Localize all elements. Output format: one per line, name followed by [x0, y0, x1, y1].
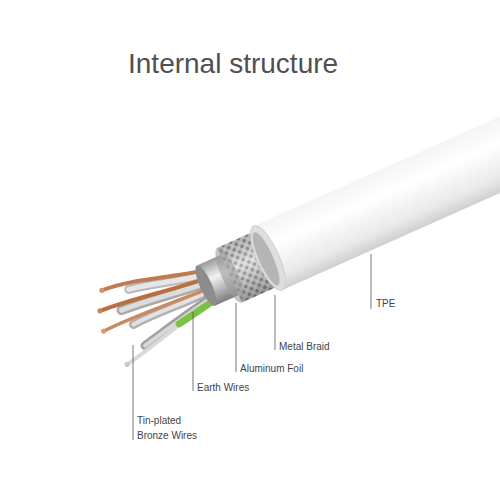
part-label: TPE [376, 297, 395, 312]
tpe-jacket [254, 96, 500, 290]
cable-body [85, 91, 500, 371]
diagram-title: Internal structure [128, 48, 338, 80]
part-label: Earth Wires [197, 381, 249, 396]
part-label: Metal Braid [279, 340, 330, 355]
part-label: Aluminum Foil [240, 362, 303, 377]
part-label: Tin-plated Bronze Wires [137, 414, 207, 443]
leader-lines [133, 254, 371, 440]
